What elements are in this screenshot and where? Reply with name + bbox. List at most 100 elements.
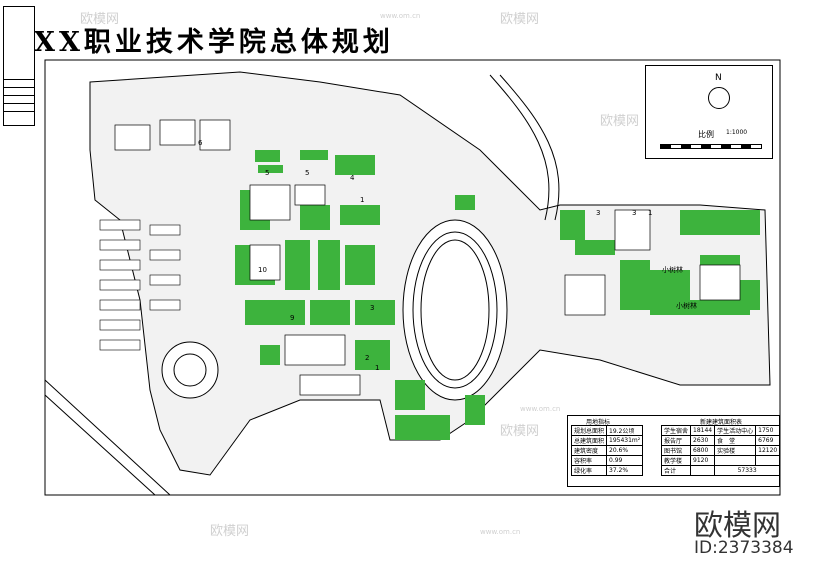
green-area bbox=[355, 300, 395, 325]
map-label: 2 bbox=[365, 354, 369, 362]
parking-row bbox=[99, 299, 141, 311]
green-area bbox=[300, 205, 330, 230]
parking-row bbox=[149, 224, 181, 236]
green-area bbox=[335, 155, 375, 175]
parking-row bbox=[149, 274, 181, 286]
map-label: 6 bbox=[198, 139, 203, 147]
green-area bbox=[258, 165, 283, 173]
green-area bbox=[260, 345, 280, 365]
map-label: 4 bbox=[350, 174, 355, 182]
watermark-id: ID:2373384 bbox=[694, 538, 794, 558]
map-label: 小树林 bbox=[676, 301, 697, 310]
table-row: 总建筑面积 195431m² bbox=[570, 435, 644, 446]
parking-row bbox=[99, 239, 141, 251]
new-buildings-table: 学生宿舍 18144 学生活动中心 1750 报告厅 2630 食 堂 6769… bbox=[660, 425, 781, 476]
green-area bbox=[690, 300, 750, 315]
table-row: 学生宿舍 18144 学生活动中心 1750 bbox=[660, 425, 781, 436]
green-area bbox=[318, 240, 340, 290]
parking-row bbox=[99, 219, 141, 231]
scale-bar bbox=[660, 144, 762, 149]
map-label: 3 bbox=[370, 304, 374, 312]
building bbox=[284, 334, 346, 366]
green-area bbox=[650, 270, 690, 315]
building bbox=[299, 374, 361, 396]
table-row: 报告厅 2630 食 堂 6769 bbox=[660, 435, 781, 446]
green-areas bbox=[235, 150, 760, 440]
map-label: 5 bbox=[265, 169, 269, 177]
watermark-brand: 欧模网 bbox=[600, 114, 640, 129]
parking-row bbox=[149, 249, 181, 261]
north-label: N bbox=[715, 73, 722, 83]
land-use-table: 规划总面积 19.2公顷 总建筑面积 195431m² 建筑密度 20.6% 容… bbox=[570, 425, 644, 476]
road-arc-2 bbox=[499, 74, 560, 221]
scale-value: 1:1000 bbox=[726, 129, 748, 136]
table-row: 教学楼 9120 bbox=[660, 455, 781, 466]
watermark-logo: 欧模网 bbox=[694, 508, 782, 542]
map-label: 10 bbox=[258, 266, 267, 274]
green-area bbox=[340, 205, 380, 225]
table-row: 容积率 0.99 bbox=[570, 455, 644, 466]
compass-box: N 比例 1:1000 bbox=[645, 65, 773, 159]
map-label: 小树林 bbox=[662, 265, 683, 274]
table-row: 合计 57333 bbox=[660, 465, 781, 476]
parking-row bbox=[149, 299, 181, 311]
building bbox=[564, 274, 606, 316]
map-label: 1 bbox=[375, 364, 379, 372]
building bbox=[249, 244, 281, 281]
watermark-site: www.om.cn bbox=[480, 528, 521, 536]
green-area bbox=[560, 210, 585, 240]
watermark-brand: 欧模网 bbox=[500, 12, 540, 27]
diagonal-road bbox=[44, 379, 171, 496]
building bbox=[294, 184, 326, 206]
drawing-border bbox=[44, 59, 781, 496]
table-row: 规划总面积 19.2公顷 bbox=[570, 425, 644, 436]
building bbox=[249, 184, 291, 221]
diagonal-road-2 bbox=[44, 394, 156, 496]
map-label: 3 bbox=[632, 209, 636, 217]
table-row: 建筑密度 20.6% bbox=[570, 445, 644, 456]
building bbox=[159, 119, 196, 146]
indicator-tables: 用地指标 规划总面积 19.2公顷 总建筑面积 195431m² 建筑密度 20… bbox=[567, 415, 781, 487]
parking-row bbox=[99, 279, 141, 291]
green-area bbox=[455, 195, 475, 210]
green-area bbox=[310, 300, 350, 325]
green-area bbox=[465, 395, 485, 425]
green-area bbox=[345, 245, 375, 285]
map-labels: 6 5 5 4 1 10 9 3 2 1 3 3 1 小树林 小树林 bbox=[198, 139, 697, 372]
green-area bbox=[680, 210, 760, 235]
green-area bbox=[620, 260, 650, 310]
map-label: 3 bbox=[596, 209, 600, 217]
building bbox=[699, 264, 741, 301]
watermark-brand: 欧模网 bbox=[80, 12, 120, 27]
green-area bbox=[575, 240, 615, 255]
table-row: 图书馆 6800 实验楼 12120 bbox=[660, 445, 781, 456]
green-area bbox=[255, 150, 280, 162]
round-plaza-inner bbox=[173, 353, 207, 387]
watermark-brand: 欧模网 bbox=[500, 424, 540, 439]
parking-rows bbox=[99, 219, 181, 351]
building bbox=[199, 119, 231, 151]
watermark-site: www.om.cn bbox=[380, 12, 421, 20]
green-area bbox=[300, 150, 328, 160]
parking-row bbox=[99, 319, 141, 331]
green-area bbox=[395, 415, 450, 440]
running-track-field bbox=[420, 239, 490, 381]
parking-row bbox=[99, 259, 141, 271]
green-area bbox=[245, 300, 305, 325]
title-block-frame bbox=[3, 6, 35, 126]
road-arc bbox=[489, 74, 550, 221]
map-label: 1 bbox=[360, 196, 364, 204]
building bbox=[114, 124, 151, 151]
parking-row bbox=[99, 339, 141, 351]
green-area bbox=[395, 380, 425, 410]
building bbox=[614, 209, 651, 251]
building-blocks bbox=[114, 119, 741, 396]
north-arrow-icon bbox=[708, 87, 730, 109]
map-label: 9 bbox=[290, 314, 294, 322]
map-label: 5 bbox=[305, 169, 309, 177]
map-label: 1 bbox=[648, 209, 652, 217]
watermark-site: www.om.cn bbox=[520, 405, 561, 413]
land-use-header: 用地指标 bbox=[586, 419, 611, 426]
